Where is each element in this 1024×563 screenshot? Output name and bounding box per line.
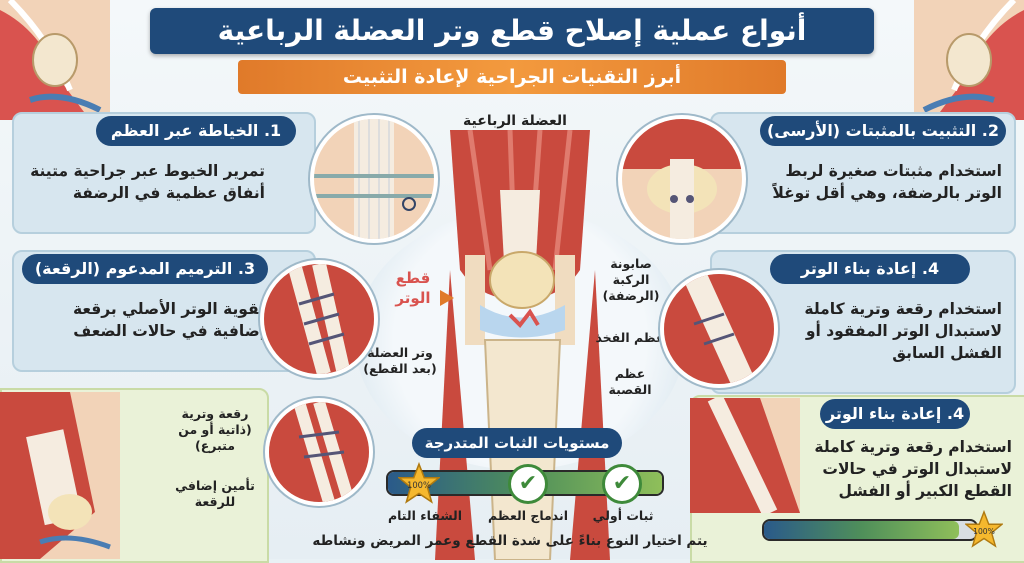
card-reconstruction-2-text: استخدام رقعة وترية كاملة لاستبدال الوتر … <box>814 438 1012 500</box>
card-reconstruction-heading: 4. إعادة بناء الوتر <box>770 254 970 284</box>
card-augmented-text: تقوية الوتر الأصلي برقعة إضافية في حالات… <box>72 300 265 340</box>
star-icon: 100% <box>965 510 1003 548</box>
check-icon: ✔ <box>602 464 642 504</box>
card-transosseous-heading: 1. الخياطة عبر العظم <box>96 116 296 146</box>
bottom-progress-fill <box>764 521 960 539</box>
stability-heading: مستويات الثبات المتدرجة <box>412 428 622 458</box>
page-title: أنواع عملية إصلاح قطع وتر العضلة الرباعي… <box>217 14 807 47</box>
knee-corner-illustration-top-left <box>0 0 110 120</box>
star-icon: 100% <box>398 462 440 504</box>
label-tibia: عظم القصبة <box>608 366 652 397</box>
card-transosseous-text: تمرير الخيوط عبر جراحية متينة أنفاق عظمي… <box>30 162 265 202</box>
stability-step-2: اندماج العظم <box>487 508 568 523</box>
bottom-progress-label: 100% <box>973 527 995 536</box>
label-tear: قطع الوتر <box>395 269 431 307</box>
label-graft: رقعة وترية (ذاتية أو من متبرع) <box>178 406 252 453</box>
card-reconstruction-text: استخدام رقعة وترية كاملة لاستبدال الوتر … <box>804 300 1002 362</box>
graft-fixation-illustration <box>265 398 373 506</box>
check-icon: ✔ <box>508 464 548 504</box>
card-augmented-heading: 3. الترميم المدعوم (الرقعة) <box>22 254 268 284</box>
label-tendon: وتر العضلة (بعد القطع) <box>363 345 437 376</box>
augmented-repair-illustration <box>260 260 378 378</box>
card-anchors-text: استخدام مثبتات صغيرة لربط الوتر بالرضفة،… <box>772 162 1002 202</box>
subtitle-bar <box>238 60 786 94</box>
knee-graft-illustration <box>0 392 120 559</box>
anchor-fixation-illustration <box>618 115 746 243</box>
reconstruction-illustration <box>660 270 778 388</box>
transosseous-suture-illustration <box>310 115 438 243</box>
bottom-progress-bar <box>762 519 978 541</box>
stability-progress-label: 100% <box>407 480 431 490</box>
stability-step-3: الشفاء التام <box>387 508 463 523</box>
card-anchors-heading: 2. التثبيت بالمثبتات (الأرسى) <box>760 116 1006 146</box>
label-extra-fixation: تأمين إضافي للرقعة <box>175 478 255 509</box>
label-femur: عظم الفخذ <box>595 330 665 345</box>
card-reconstruction-2-heading: 4. إعادة بناء الوتر <box>820 399 970 429</box>
knee-reconstruction-illustration <box>690 398 800 513</box>
arrow-right-icon <box>440 290 454 306</box>
stability-step-1: ثبات أولي <box>592 508 654 523</box>
label-quadriceps: العضلة الرباعية <box>463 113 567 129</box>
title-bar <box>150 8 874 54</box>
stability-footer: يتم اختيار النوع بناءً على شدة القطع وعم… <box>312 533 708 549</box>
label-patella: صابونة الركبة (الرضفة) <box>602 256 660 303</box>
subtitle: أبرز التقنيات الجراحية لإعادة التثبيت <box>342 66 682 88</box>
knee-corner-illustration-top-right <box>914 0 1024 120</box>
